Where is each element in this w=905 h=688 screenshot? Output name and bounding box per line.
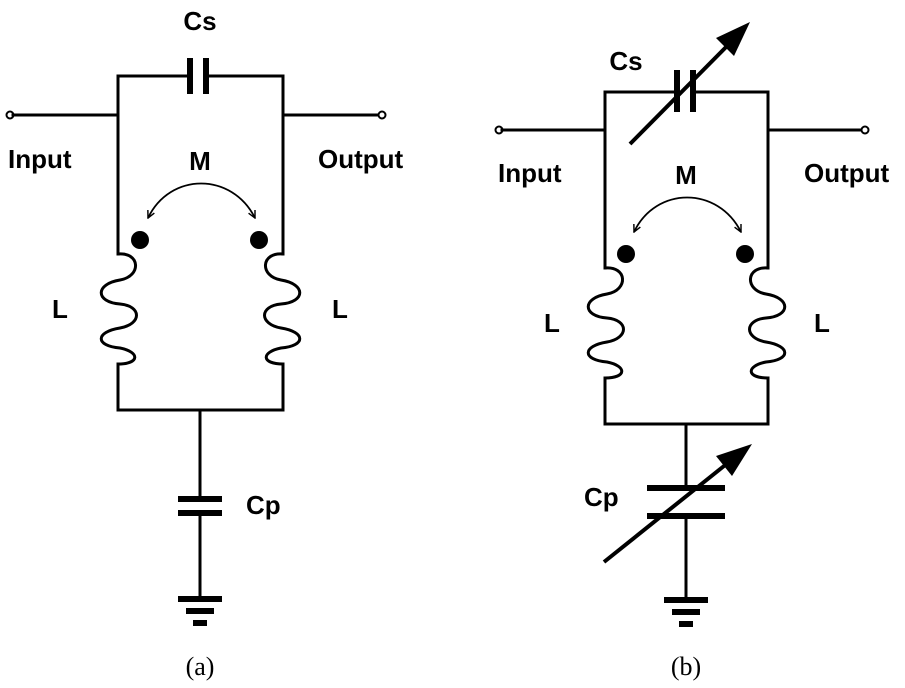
input-terminal-b xyxy=(494,125,607,135)
cp-label-b: Cp xyxy=(584,482,619,512)
polarity-dot-right-a xyxy=(250,231,268,249)
right-inductor-a xyxy=(263,252,302,366)
l-left-label-b: L xyxy=(544,308,560,338)
polarity-dot-left-a xyxy=(131,231,149,249)
series-capacitor-a xyxy=(116,58,285,94)
input-terminal-a xyxy=(5,110,120,120)
output-label-a: Output xyxy=(318,144,404,174)
output-label-b: Output xyxy=(804,158,890,188)
shunt-capacitor-a xyxy=(178,408,222,598)
input-label-b: Input xyxy=(498,158,562,188)
ground-symbol-a xyxy=(178,596,222,626)
cp-label-a: Cp xyxy=(246,490,281,520)
cs-label-a: Cs xyxy=(183,6,216,36)
output-terminal-b xyxy=(766,125,870,135)
output-terminal-a xyxy=(281,110,387,120)
m-label-b: M xyxy=(675,160,697,190)
m-label-a: M xyxy=(189,146,211,176)
variable-series-capacitor-b xyxy=(603,22,770,146)
circuit-a: Cs Input Output M L L Cp (a) xyxy=(5,6,404,681)
cs-label-b: Cs xyxy=(609,46,642,76)
l-right-label-a: L xyxy=(332,294,348,324)
left-inductor-b xyxy=(586,266,625,380)
caption-b: (b) xyxy=(671,652,701,681)
l-left-label-a: L xyxy=(52,294,68,324)
right-inductor-b xyxy=(748,266,787,380)
mutual-coupling-arrow-a xyxy=(148,182,256,219)
polarity-dot-left-b xyxy=(617,245,635,263)
caption-a: (a) xyxy=(186,652,215,681)
polarity-dot-right-b xyxy=(736,245,754,263)
input-label-a: Input xyxy=(8,144,72,174)
l-right-label-b: L xyxy=(814,308,830,338)
left-inductor-a xyxy=(99,252,138,366)
ground-symbol-b xyxy=(664,597,708,627)
mutual-coupling-arrow-b xyxy=(634,196,742,233)
circuit-b: Cs Input Output M L L Cp (b) xyxy=(494,22,890,681)
variable-shunt-capacitor-b xyxy=(602,422,752,599)
